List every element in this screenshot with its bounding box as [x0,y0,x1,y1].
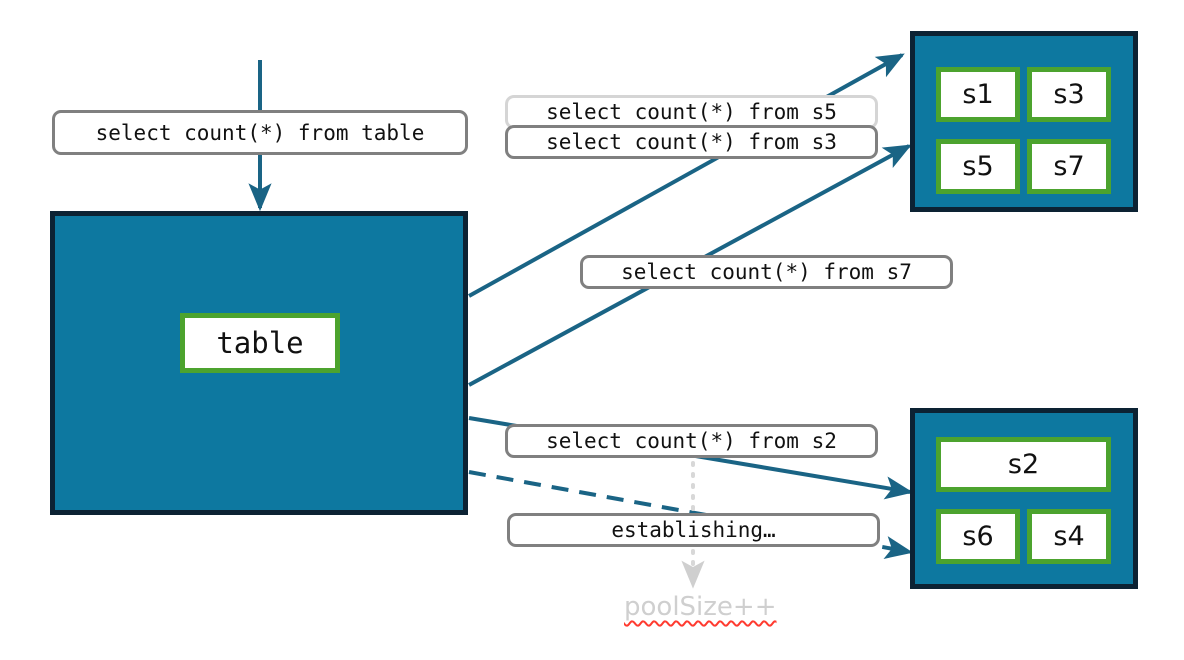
node-s1-label: s1 [962,79,994,110]
query-pill-s3-text: select count(*) from s3 [546,130,837,154]
node-s7-label: s7 [1053,151,1085,182]
query-pill-s7-text: select count(*) from s7 [621,260,912,284]
node-s4-label: s4 [1053,521,1085,552]
poolsize-annotation-text: poolSize++ [624,592,777,622]
query-pill-s7[interactable]: select count(*) from s7 [580,255,953,289]
node-s6[interactable]: s6 [936,509,1020,564]
query-pill-s2[interactable]: select count(*) from s2 [505,424,878,458]
node-s4[interactable]: s4 [1027,509,1111,564]
node-s2-label: s2 [1007,449,1040,480]
node-table-label: table [216,326,304,360]
node-s2[interactable]: s2 [936,437,1111,492]
query-pill-s3[interactable]: select count(*) from s3 [505,125,878,159]
status-pill-establishing-text: establishing… [611,518,776,542]
query-pill-s5[interactable]: select count(*) from s5 [505,95,878,129]
node-s5-label: s5 [962,151,994,182]
node-s5[interactable]: s5 [936,139,1020,194]
query-pill-s2-text: select count(*) from s2 [546,429,837,453]
status-pill-establishing[interactable]: establishing… [507,513,880,547]
node-s7[interactable]: s7 [1027,139,1111,194]
query-pill-table[interactable]: select count(*) from table [52,110,468,155]
query-pill-s5-text: select count(*) from s5 [546,100,837,124]
query-pill-table-text: select count(*) from table [95,120,425,145]
poolsize-annotation: poolSize++ [624,592,776,622]
node-s3[interactable]: s3 [1027,67,1111,122]
node-s1[interactable]: s1 [936,67,1020,122]
node-s6-label: s6 [962,521,994,552]
node-s3-label: s3 [1053,79,1085,110]
node-table[interactable]: table [180,313,340,373]
